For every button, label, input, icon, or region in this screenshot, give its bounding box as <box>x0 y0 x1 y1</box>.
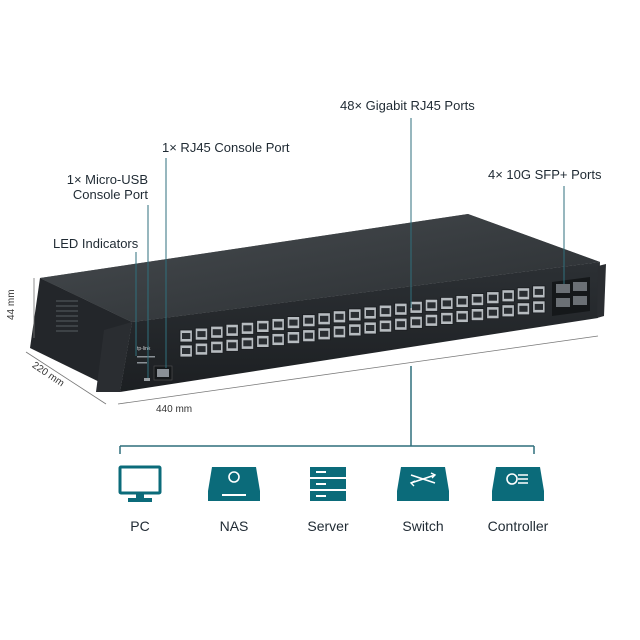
device-controller: Controller <box>480 462 556 534</box>
rj45-port-socket <box>366 325 375 331</box>
server-icon <box>290 462 366 508</box>
rj45-port-socket <box>427 302 436 309</box>
microusb-console-line1: 1× Micro-USB <box>66 172 148 187</box>
device-label: Controller <box>487 518 549 534</box>
device-label: PC <box>130 518 150 534</box>
rj45-port-socket <box>182 333 191 339</box>
rj45-port-socket <box>289 334 298 341</box>
led-indicators-callout: LED Indicators <box>53 236 139 251</box>
rj45-port-socket <box>289 319 298 326</box>
rj45-port-socket <box>258 323 267 330</box>
rj45-port-socket <box>488 309 497 316</box>
rj45-port-socket <box>197 331 206 338</box>
rj45-port-socket <box>473 311 482 318</box>
microusb-console-line2: Console Port <box>72 187 148 202</box>
leader-lines <box>135 118 565 378</box>
rj45-port-socket <box>335 313 344 320</box>
sfp-ports-callout: 4× 10G SFP+ Ports <box>488 167 602 182</box>
rj45-port-socket <box>274 336 283 343</box>
rj45-port-socket <box>442 315 451 322</box>
dimension-lines <box>25 278 599 405</box>
rj45-port-socket <box>350 311 359 318</box>
nas-icon <box>196 462 272 508</box>
rj45-port-array <box>179 285 546 358</box>
rj45-port-socket <box>381 323 390 330</box>
rj45-port-socket <box>396 306 405 313</box>
rj45-port-socket <box>396 321 405 328</box>
rj45-port-socket <box>381 308 390 315</box>
width-dimension: 440 mm <box>156 404 193 415</box>
rack-ear-left <box>96 322 132 392</box>
rj45-port-socket <box>274 321 283 328</box>
rj45-port-socket <box>427 317 436 324</box>
rj45-port-socket <box>504 307 513 314</box>
rj45-port-socket <box>182 348 191 354</box>
rj45-console-callout: 1× RJ45 Console Port <box>162 140 290 155</box>
rj45-port-socket <box>412 304 421 311</box>
rj45-port-socket <box>350 326 359 333</box>
rj45-port-socket <box>534 288 543 295</box>
console-area: tp-link <box>137 346 173 381</box>
rj45-port-socket <box>442 300 451 307</box>
rack-ear-right <box>597 264 606 318</box>
rj45-port-socket <box>458 298 467 305</box>
connection-bus <box>119 366 535 454</box>
rj45-port-socket <box>519 305 528 312</box>
rj45-port-socket <box>228 342 237 349</box>
sfp-port-block <box>552 277 590 316</box>
rj45-port-socket <box>534 303 543 310</box>
rj45-port-socket <box>212 329 221 336</box>
rj45-port-socket <box>458 313 467 320</box>
svg-text:tp-link: tp-link <box>137 346 151 352</box>
rj45-port-socket <box>335 328 344 335</box>
microusb-console-callout: 1× Micro-USB Console Port <box>58 172 148 202</box>
rj45-port-socket <box>258 338 267 345</box>
side-vents <box>56 300 78 332</box>
height-dimension: 44 mm <box>6 289 17 320</box>
rj45-port-socket <box>197 346 206 353</box>
rj45-port-socket <box>366 310 375 316</box>
rj45-port-socket <box>519 290 528 297</box>
rj45-port-socket <box>320 330 329 337</box>
rj45-port-socket <box>504 292 513 299</box>
device-label: Switch <box>402 518 444 534</box>
rj45-port-socket <box>243 325 252 332</box>
rj45-port-socket <box>243 340 252 347</box>
device-label: NAS <box>219 518 249 534</box>
rj45-port-socket <box>473 296 482 303</box>
rj45-port-socket <box>228 327 237 334</box>
device-nas: NAS <box>196 462 272 534</box>
device-pc: PC <box>102 462 178 534</box>
rj45-port-socket <box>320 315 329 322</box>
device-label: Server <box>307 518 349 534</box>
device-server: Server <box>290 462 366 534</box>
controller-icon <box>480 462 556 508</box>
device-switch: Switch <box>385 462 461 534</box>
rj45-port-socket <box>412 319 421 326</box>
rj45-port-socket <box>304 332 313 339</box>
rj45-port-socket <box>304 317 313 324</box>
switch-icon <box>385 462 461 508</box>
rj45-port-socket <box>212 344 221 351</box>
pc-icon <box>102 462 178 508</box>
rj45-port-socket <box>488 294 497 301</box>
gigabit-ports-callout: 48× Gigabit RJ45 Ports <box>340 98 475 113</box>
